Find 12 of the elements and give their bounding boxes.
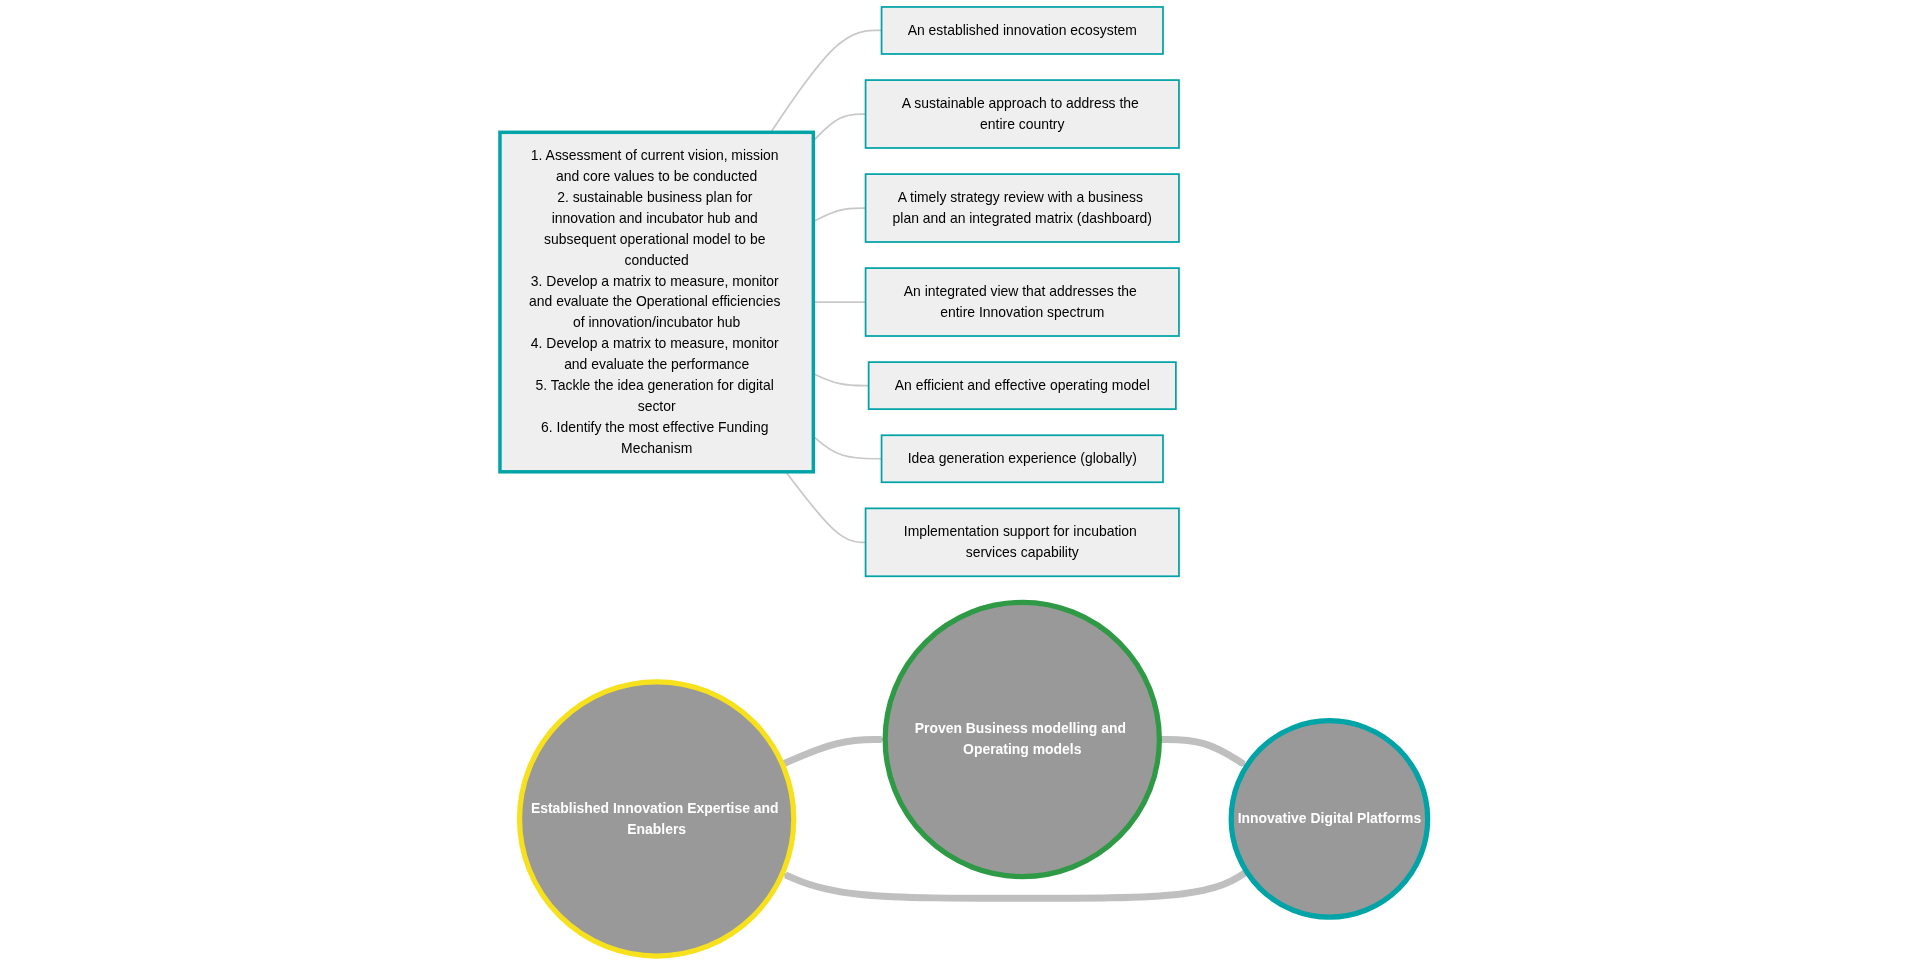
node-circle: Established Innovation Expertise and Enablers: [516, 679, 797, 959]
node-box: A sustainable approach to address the entire country: [864, 79, 1180, 149]
node-box: An efficient and effective operating model: [867, 361, 1177, 410]
node-box: Implementation support for incubation services capability: [864, 507, 1180, 578]
node-box: An integrated view that addresses the entire Innovation spectrum: [864, 267, 1180, 337]
node-circle: Innovative Digital Platforms: [1228, 718, 1430, 920]
node-box: A timely strategy review with a business plan and an integrated matrix (dashboard): [864, 173, 1180, 243]
node-circle: Proven Business modelling and Operating models: [882, 599, 1162, 880]
node-box: Idea generation experience (globally): [880, 434, 1164, 484]
node-box: An established innovation ecosystem: [880, 6, 1164, 55]
node-box: 1. Assessment of current vision, mission and core values to be conducted 2. sustainable business plan for innovation and incubator hub and subsequent operational model to be conducted 3. Develop a matrix to measure, monitor and evaluate the Operational efficiencies of innovation/incubator hub 4. Develop a matrix to measure, monitor and evaluate the performance 5. Tackle the idea generation for digital sector 6. Identify the most effective Funding Mechanism: [497, 130, 815, 474]
arrow: [1159, 736, 1247, 768]
